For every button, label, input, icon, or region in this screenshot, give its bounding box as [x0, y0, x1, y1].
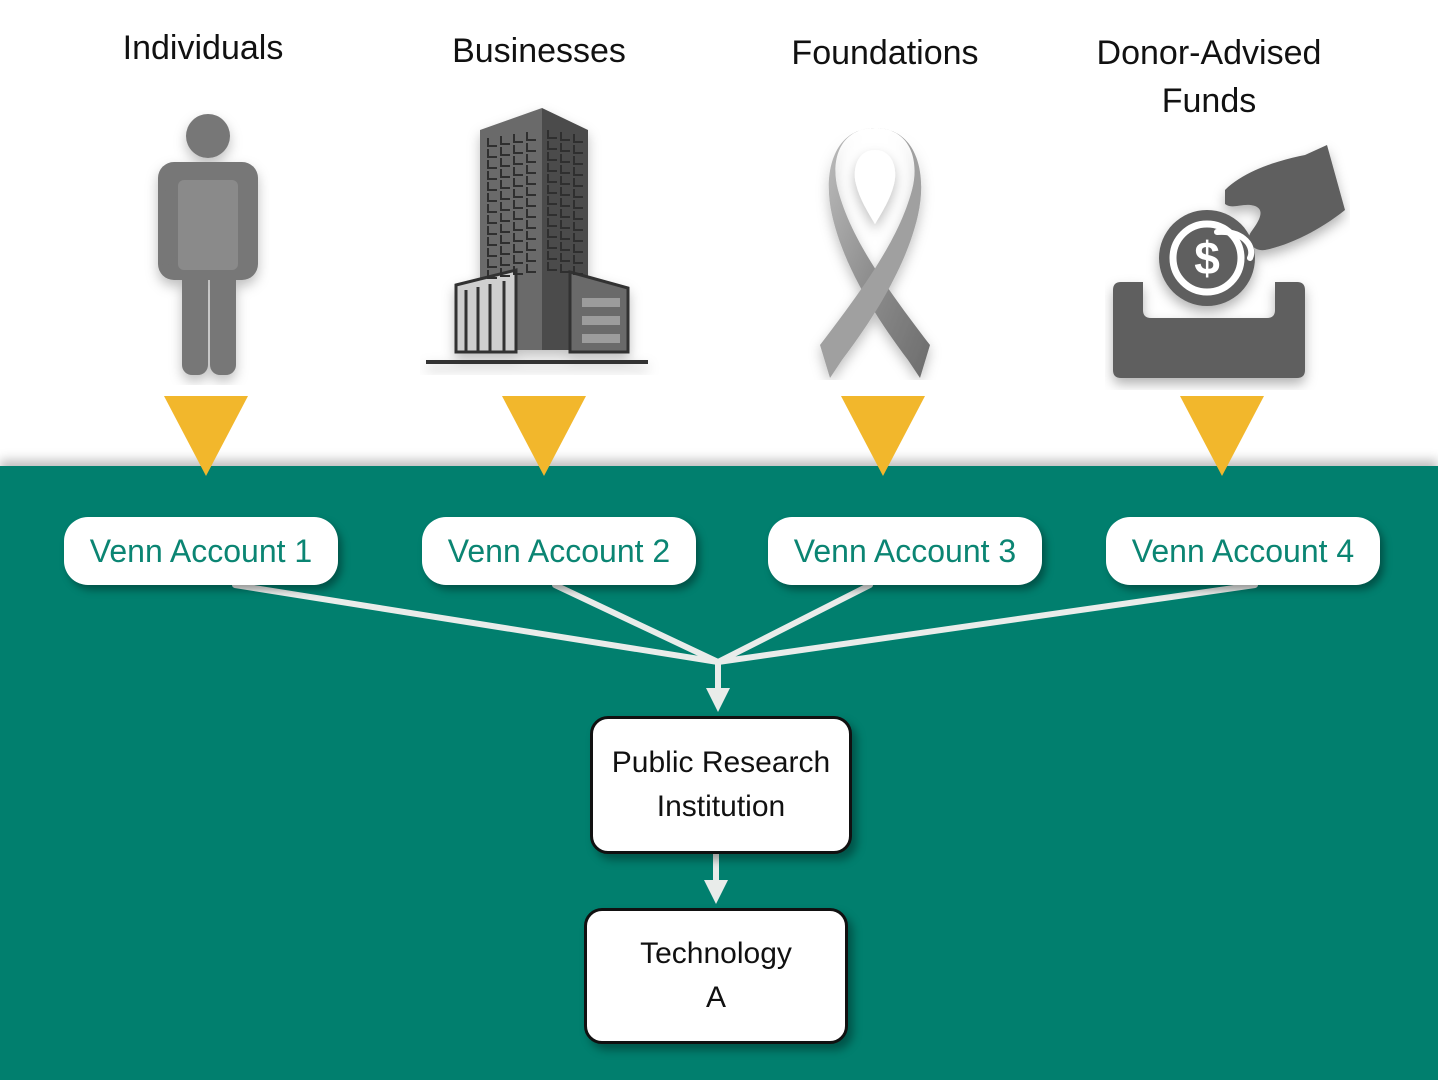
- institution-label-line: Institution: [656, 790, 786, 823]
- institution-label-line: Public Research: [611, 746, 831, 779]
- source-title-line: Individuals: [122, 29, 284, 67]
- funnel-arrow-3: [841, 396, 925, 476]
- office-building-icon: [420, 100, 660, 375]
- donation-box-icon: $: [1105, 140, 1350, 390]
- source-title-individuals: Individuals: [53, 24, 353, 72]
- source-title-line: Donor-Advised: [1096, 34, 1322, 72]
- person-icon: [140, 110, 270, 385]
- connector-account-1: [232, 582, 721, 665]
- arrowhead-institution: [706, 688, 730, 712]
- venn-account-1: Venn Account 1: [64, 517, 338, 585]
- technology-box: Technology A: [584, 908, 848, 1044]
- institution-box: Public Research Institution: [590, 716, 852, 854]
- awareness-ribbon-icon: [800, 120, 950, 380]
- source-title-foundations: Foundations: [735, 29, 1035, 77]
- source-title-line: Businesses: [452, 32, 626, 70]
- venn-account-4: Venn Account 4: [1106, 517, 1380, 585]
- technology-label-line: Technology: [640, 937, 792, 970]
- source-title-donor-advised-funds: Donor-Advised Funds: [1059, 29, 1359, 125]
- connector-account-3: [715, 582, 873, 665]
- source-title-businesses: Businesses: [389, 27, 689, 75]
- technology-label-line: A: [705, 981, 726, 1014]
- svg-text:$: $: [1194, 232, 1220, 284]
- funnel-arrow-2: [502, 396, 586, 476]
- funnel-arrow-1: [164, 396, 248, 476]
- venn-account-2: Venn Account 2: [422, 517, 696, 585]
- connector-account-4: [715, 582, 1258, 665]
- source-title-line: Foundations: [791, 34, 979, 72]
- connector-account-2: [552, 582, 721, 665]
- arrowhead-technology: [704, 880, 728, 904]
- source-title-line: Funds: [1161, 82, 1257, 120]
- funnel-arrow-4: [1180, 396, 1264, 476]
- venn-account-3: Venn Account 3: [768, 517, 1042, 585]
